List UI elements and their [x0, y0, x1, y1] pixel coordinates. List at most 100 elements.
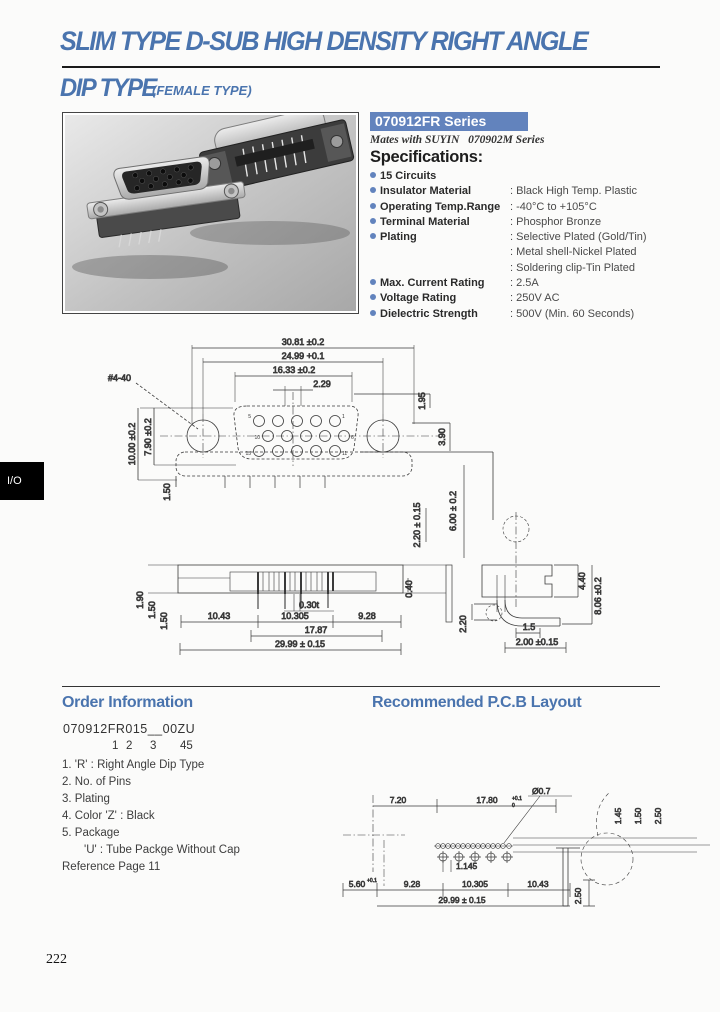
dim-0-40: 0.40: [404, 580, 414, 598]
dim-thread-4-40: #4-40: [108, 373, 131, 383]
spec-bullet-icon: [370, 279, 376, 286]
mates-with-note: Mates with SUYIN 070902M Series: [370, 134, 545, 146]
page-number: 222: [46, 952, 67, 967]
section-dims: 2.20 ± 0.15 6.00 ± 0.2: [412, 465, 465, 558]
spec-bullet-icon: [370, 309, 376, 316]
spec-row-insulator: Insulator Material : Black High Temp. Pla…: [370, 184, 710, 199]
spec-value: : 2.5A: [510, 277, 539, 290]
pin-number-6: 6: [351, 435, 354, 441]
dim-10-305: 10.305: [281, 611, 309, 621]
product-photo: [62, 107, 359, 314]
spec-value: : -40°C to +105°C: [510, 200, 597, 213]
spec-row-current: Max. Current Rating : 2.5A: [370, 276, 710, 291]
dim-1-50-a: 1.50: [147, 601, 157, 619]
pin-number-15: 15: [245, 451, 251, 457]
connector-front-illustration: [86, 156, 246, 248]
side-view-drawing: 4.40 8.06 ±0.2 1.5 2.00 ±0.15 2.20: [458, 512, 603, 653]
dim-24-99: 24.99 +0.1: [282, 351, 325, 361]
spec-label: Insulator Material: [380, 185, 472, 198]
spec-row-voltage: Voltage Rating : 250V AC: [370, 291, 710, 306]
pcb-dim-hole-diameter: Ø0.7: [532, 786, 551, 796]
spec-label: Max. Current Rating: [380, 277, 485, 290]
product-type-note: (FEMALE TYPE): [152, 83, 252, 98]
spec-row-circuits: 15 Circuits: [370, 169, 710, 184]
title-divider: [62, 66, 660, 68]
dim-2-29: 2.29: [313, 379, 331, 389]
spec-label: Terminal Material: [380, 215, 470, 228]
pin-number-11: 11: [342, 451, 347, 457]
order-item: 4. Color 'Z' : Black: [62, 810, 155, 822]
order-information-heading: Order Information: [62, 694, 193, 711]
dim-9-28: 9.28: [358, 611, 376, 621]
spec-value: : Black High Temp. Plastic: [510, 185, 637, 198]
order-pos-1: 1: [112, 740, 119, 752]
pcb-pad-row-top: [434, 843, 513, 849]
dim-2-20-side: 2.20: [458, 615, 468, 633]
spec-bullet-icon: [370, 294, 376, 301]
order-item: 3. Plating: [62, 793, 110, 805]
pcb-layout-drawing: 7.20 17.80 +0.1 0 Ø0.7 1.45 1.50 2.50: [342, 786, 710, 907]
pcb-dim-5-60: 5.60: [349, 879, 366, 889]
specifications-heading: Specifications:: [370, 148, 483, 166]
dim-10-43: 10.43: [208, 611, 231, 621]
spec-row-plating: Plating : Selective Plated (Gold/Tin): [370, 230, 710, 245]
pcb-dim-2-50-vert: 2.50: [573, 887, 583, 904]
bottom-view-drawing: 0.30t 10.43 10.305 9.28 17.87 29.99 ± 0.…: [135, 564, 453, 655]
pcb-dim-7-20: 7.20: [390, 795, 407, 805]
spec-label: Plating: [380, 231, 417, 244]
connector-rear-illustration: [199, 107, 355, 194]
order-reference-note: Reference Page 11: [62, 861, 161, 873]
dim-1-95: 1.95: [417, 392, 427, 410]
spec-value: : Metal shell-Nickel Plated: [510, 246, 637, 259]
dim-2-20-015: 2.20 ± 0.15: [412, 503, 422, 548]
spec-value: : 500V (Min. 60 Seconds): [510, 307, 635, 320]
dim-29-99: 29.99 ± 0.15: [275, 639, 325, 649]
pin-number-5: 5: [248, 414, 251, 420]
contact-holes: [253, 415, 350, 457]
order-items-list: 1. 'R' : Right Angle Dip Type 2. No. of …: [62, 757, 240, 876]
section-divider: [62, 686, 660, 687]
order-pos-3: 3: [150, 740, 157, 752]
pin-number-1: 1: [342, 414, 345, 420]
spec-value: : 250V AC: [510, 292, 560, 305]
spec-label: Dielectric Strength: [380, 307, 478, 320]
pcb-dim-1-50: 1.50: [633, 807, 643, 824]
spec-value: : Selective Plated (Gold/Tin): [510, 231, 647, 244]
spec-bullet-icon: [370, 233, 376, 240]
order-item: 5. Package: [62, 827, 120, 839]
dim-2-00: 2.00 ±0.15: [516, 637, 558, 647]
spec-row-plating-3: : Soldering clip-Tin Plated: [370, 261, 710, 276]
dim-17-87: 17.87: [305, 625, 328, 635]
pcb-dim-29-99: 29.99 ± 0.15: [438, 895, 485, 905]
pcb-dim-17-80: 17.80: [476, 795, 498, 805]
spec-bullet-icon: [370, 187, 376, 194]
pcb-dim-9-28: 9.28: [404, 879, 421, 889]
spec-value: : Phosphor Bronze: [510, 215, 602, 228]
dim-1-90: 1.90: [135, 591, 145, 609]
spec-label: Voltage Rating: [380, 292, 457, 305]
dim-10-00: 10.00 ±0.2: [127, 423, 137, 465]
dim-7-90: 7.90 ±0.2: [143, 418, 153, 455]
spec-bullet-icon: [370, 172, 376, 178]
pcb-dim-10-305: 10.305: [462, 879, 488, 889]
order-item: 1. 'R' : Right Angle Dip Type: [62, 759, 205, 771]
pcb-dim-5-60-tol: +0.1: [367, 878, 377, 884]
spec-label: Operating Temp.Range: [380, 200, 501, 213]
io-section-tab: I/O: [0, 462, 44, 500]
dim-0-30t: 0.30t: [299, 600, 320, 610]
pcb-dim-17-80-tol-zero: 0: [512, 803, 515, 809]
page-title: SLIM TYPE D-SUB HIGH DENSITY RIGHT ANGLE: [60, 26, 589, 56]
front-view-drawing: 30.81 ±0.2 24.99 +0.1 16.33 ±0.2 2.29 #4…: [108, 337, 494, 520]
spec-value: : Soldering clip-Tin Plated: [510, 261, 635, 274]
spec-bullet-icon: [370, 217, 376, 224]
spec-row-terminal: Terminal Material : Phosphor Bronze: [370, 215, 710, 230]
order-item: 2. No. of Pins: [62, 776, 132, 788]
product-type-title: DIP TYPE: [60, 74, 157, 102]
order-code: 070912FR015__00ZU: [63, 722, 196, 736]
pcb-dim-10-43: 10.43: [527, 879, 549, 889]
dim-1-50-b: 1.50: [159, 612, 169, 630]
spec-row-plating-2: : Metal shell-Nickel Plated: [370, 245, 710, 260]
dim-4-40: 4.40: [577, 572, 587, 590]
pcb-layout-heading: Recommended P.C.B Layout: [372, 694, 582, 711]
